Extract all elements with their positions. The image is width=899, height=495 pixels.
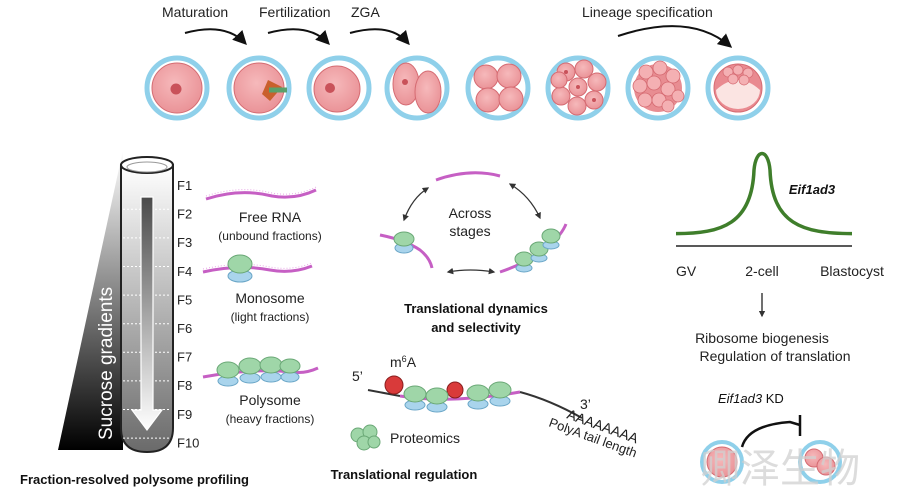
fraction-label-f1: F1 [177, 178, 192, 193]
embryo-oocyte [144, 55, 210, 121]
caption-regulation: Translational regulation [331, 467, 478, 482]
proteomics-icon [350, 424, 381, 451]
m6a-marks [384, 375, 464, 399]
fraction-label-f3: F3 [177, 235, 192, 250]
eif-expression-curve [675, 151, 853, 236]
arrow-maturation [184, 28, 247, 46]
eif-x-labels: GV 2-cell Blastocyst [676, 263, 884, 279]
eif-x-label-blastocyst: Blastocyst [820, 263, 884, 279]
fraction-label-f8: F8 [177, 378, 192, 393]
fraction-label-f9: F9 [177, 407, 192, 422]
arrow-fertilization [267, 28, 330, 46]
polysome-ribosomes [216, 356, 301, 387]
stage-arrows [184, 25, 733, 48]
label-free-rna: Free RNA [239, 209, 302, 225]
arrow-lineage [617, 25, 733, 48]
free-rna-strand [205, 186, 317, 201]
eif-outcome-1: Ribosome biogenesis [695, 330, 829, 346]
fraction-label-f4: F4 [177, 264, 192, 279]
label-maturation: Maturation [162, 4, 228, 20]
eif-kd-embryo-right [798, 440, 842, 484]
fraction-label-f5: F5 [177, 292, 192, 307]
eif-kd-inhibition [740, 415, 802, 448]
label-fertilization: Fertilization [259, 4, 331, 20]
embryo-zygote [306, 55, 372, 121]
gradient-label: Sucrose gradients [96, 287, 117, 440]
eif-kd-label: Eif1ad3 KD [718, 391, 784, 406]
label-monosome: Monosome [235, 290, 304, 306]
gradient-arrow [130, 196, 164, 431]
embryo-two-cell [384, 55, 450, 121]
cycle-rna-right [499, 223, 568, 274]
label-lineage: Lineage specification [582, 4, 713, 20]
fraction-label-f6: F6 [177, 321, 192, 336]
embryo-fertilized [226, 55, 292, 121]
label-m6a: m6A [390, 354, 417, 370]
monosome-ribosome [227, 254, 253, 283]
caption-dynamics-1: Translational dynamics [404, 301, 548, 316]
eif-gene-title: Eif1ad3 [789, 182, 836, 197]
fraction-label-f2: F2 [177, 207, 192, 222]
cycle-rna-left [379, 231, 434, 269]
caption-dynamics-2: and selectivity [431, 320, 521, 335]
monosome-strand [202, 262, 313, 274]
fraction-label-f7: F7 [177, 350, 192, 365]
label-monosome-sub: (light fractions) [231, 310, 310, 324]
label-polysome-sub: (heavy fractions) [226, 412, 315, 426]
label-free-rna-sub: (unbound fractions) [218, 229, 321, 243]
regulation-ribosomes [403, 381, 512, 413]
cycle-arrows [402, 183, 541, 275]
label-three-prime: 3’ [580, 396, 591, 412]
eif-outcome-2: Regulation of translation [700, 348, 851, 364]
cycle-label-1: Across [449, 205, 492, 221]
label-zga: ZGA [351, 4, 380, 20]
label-five-prime: 5’ [352, 368, 363, 384]
fraction-label-f10: F10 [177, 435, 199, 450]
eif-x-label-2-cell: 2-cell [745, 263, 778, 279]
gradient-wedge [58, 150, 123, 450]
label-proteomics: Proteomics [390, 430, 460, 446]
watermark: 卿泽生物 [700, 447, 860, 491]
cycle-label-2: stages [449, 223, 490, 239]
label-polysome: Polysome [239, 392, 301, 408]
stage-labels: Maturation Fertilization ZGA Lineage spe… [162, 4, 713, 20]
embryo-four-cell [465, 55, 531, 121]
embryo-blastocyst [705, 55, 771, 121]
embryo-morula [625, 55, 691, 121]
caption-profiling: Fraction-resolved polysome profiling [20, 472, 249, 487]
cycle-rna-top [435, 171, 501, 182]
embryo-row [144, 55, 771, 121]
eif-kd-embryo-left [700, 440, 744, 484]
embryo-eight-cell [545, 55, 611, 121]
eif-x-label-gv: GV [676, 263, 697, 279]
arrow-zga [349, 28, 410, 46]
